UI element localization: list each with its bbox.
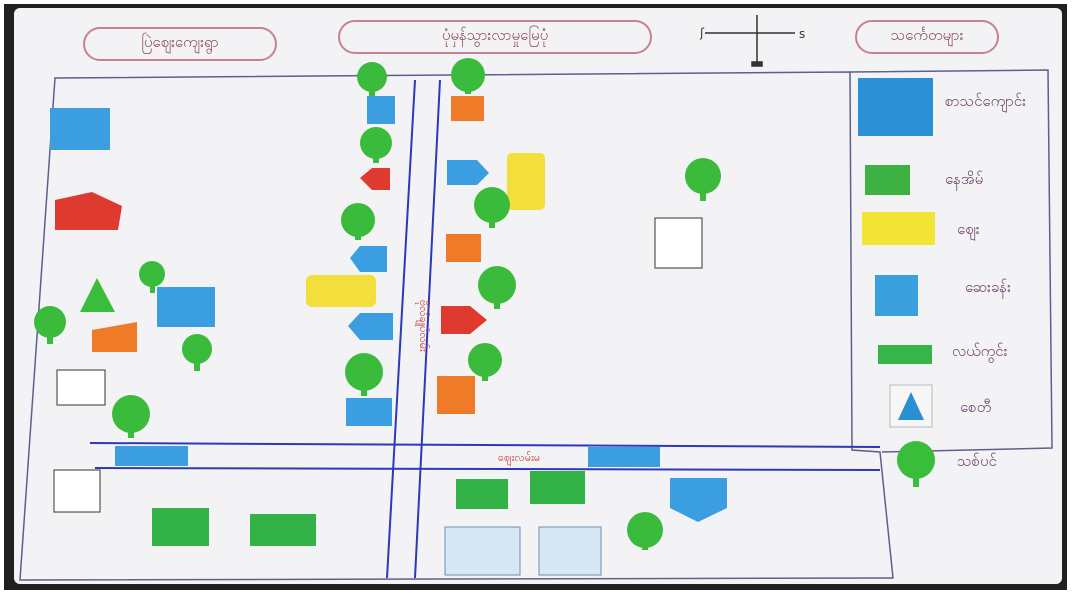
- red-house: [360, 168, 390, 190]
- legend-label-market: ဈေး: [957, 220, 980, 238]
- tree-icon: [685, 158, 721, 201]
- blue-house: [350, 246, 387, 272]
- tree-icon: [474, 187, 510, 228]
- field-plot: [250, 514, 316, 546]
- tree-icon: [182, 334, 212, 371]
- school-building: [157, 287, 215, 327]
- horizontal-street-label: ဈေးလမ်းမ: [498, 451, 540, 466]
- tree-icon: [468, 343, 502, 381]
- legend-house-icon: [865, 165, 910, 195]
- tree-icon: [357, 62, 387, 96]
- field-plot: [530, 471, 585, 504]
- vertical-street-label: ဗိုလ်ချုပ်လမ်း: [415, 300, 430, 352]
- red-house: [55, 192, 122, 230]
- tree-icon: [34, 306, 66, 344]
- village-name-label: ပြဲဈေးကျေးရွာ: [83, 27, 277, 61]
- market-building: [306, 275, 376, 307]
- school-building: [346, 398, 392, 426]
- tree-icon: [478, 266, 516, 309]
- legend-label-pagoda: စေတီ: [960, 398, 992, 416]
- legend-clinic-icon: [875, 275, 918, 316]
- clinic-building: [654, 217, 703, 269]
- legend-label-house: နေအိမ်: [945, 170, 984, 188]
- legend-label-field: လယ်ကွင်း: [952, 342, 1008, 360]
- tree-icon: [341, 203, 375, 240]
- tree-icon: [139, 261, 165, 293]
- compass-east: s: [799, 27, 805, 41]
- vertical-road: [386, 79, 441, 579]
- legend-label-clinic: ဆေးခန်း: [965, 278, 1011, 296]
- road-bridge: [115, 446, 188, 466]
- map-border: [19, 69, 1053, 581]
- tree-grove-drawing: [444, 526, 521, 576]
- legend-school-icon: [858, 78, 933, 136]
- orange-house: [446, 234, 481, 262]
- orange-house: [437, 376, 475, 414]
- legend-market-icon: [862, 212, 935, 245]
- tree-icon: [360, 127, 392, 163]
- blue-house: [670, 478, 727, 522]
- market-building: [507, 153, 545, 210]
- school-building: [50, 108, 110, 150]
- compass-icon: [705, 15, 795, 67]
- pagoda-icon: [80, 278, 115, 312]
- red-house: [441, 306, 487, 334]
- orange-house: [92, 322, 137, 352]
- blue-house: [348, 313, 393, 340]
- legend-tree-icon: [897, 441, 935, 487]
- field-plot: [456, 479, 508, 509]
- legend-label-school: စာသင်ကျောင်း: [945, 92, 1026, 110]
- road-bridge: [588, 447, 660, 467]
- legend-title: သင်္ကေတများ: [855, 20, 999, 54]
- tree-icon: [112, 395, 150, 438]
- tree-icon: [345, 353, 383, 396]
- map-title: ပုံမှန်သွားလာမှုမြေပုံ: [338, 20, 652, 54]
- tree-grove-drawing: [538, 526, 602, 576]
- clinic-building: [56, 369, 106, 406]
- tree-icon: [627, 512, 663, 550]
- blue-house: [447, 160, 489, 185]
- tree-icon: [451, 58, 485, 94]
- legend-field-icon: [878, 345, 932, 364]
- field-plot: [152, 508, 209, 546]
- compass-west: ʃ: [699, 26, 705, 40]
- horizontal-road: [89, 442, 881, 471]
- orange-house: [451, 96, 484, 121]
- legend-pagoda-icon: [889, 384, 933, 428]
- clinic-building: [53, 469, 101, 513]
- school-building: [367, 96, 395, 124]
- legend-label-tree: သစ်ပင်: [957, 452, 997, 470]
